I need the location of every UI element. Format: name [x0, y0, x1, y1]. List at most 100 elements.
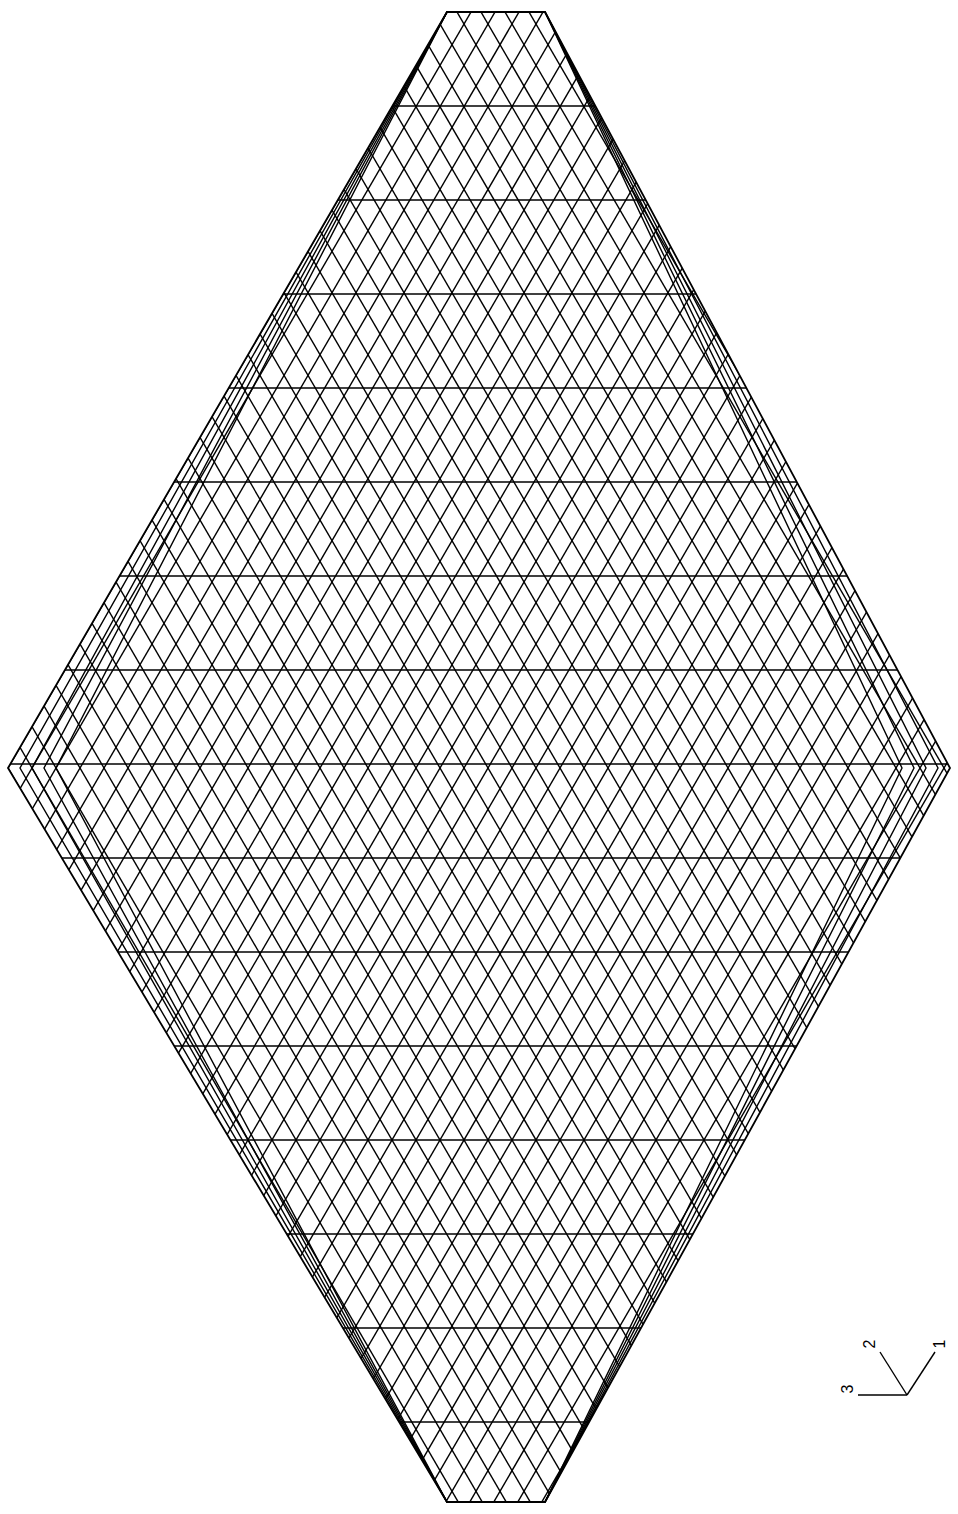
- mesh-line: [0, 575, 958, 576]
- mesh-line: [306, 0, 958, 1514]
- mesh-line: [162, 0, 958, 1514]
- mesh-outline: [8, 12, 950, 1502]
- mesh-line: [0, 0, 321, 1514]
- mesh-line: [0, 0, 406, 1514]
- mesh-line: [535, 0, 958, 1514]
- mesh-line: [0, 0, 801, 1514]
- mesh-line: [463, 0, 958, 1514]
- mesh-line: [114, 0, 958, 1514]
- mesh-line: [0, 0, 598, 1514]
- mesh-line: [0, 0, 358, 1514]
- mesh-line: [0, 0, 297, 1514]
- mesh-line: [90, 0, 958, 1514]
- mesh-line: [0, 293, 958, 294]
- mesh-line: [0, 0, 9, 1514]
- mesh-line: [0, 0, 225, 1514]
- mesh-line: [594, 0, 958, 1514]
- axis-label: 1: [932, 1340, 948, 1349]
- mesh-line: [151, 0, 958, 1514]
- mesh-line: [319, 0, 958, 1514]
- mesh-line: [655, 0, 958, 1514]
- mesh-line: [522, 0, 958, 1514]
- mesh-line: [426, 0, 958, 1514]
- mesh-line: [439, 0, 958, 1514]
- mesh-line: [0, 0, 105, 1514]
- mesh-line: [570, 0, 958, 1514]
- mesh-line: [0, 0, 393, 1514]
- mesh-line: [0, 763, 958, 764]
- mesh-line: [31, 0, 910, 1514]
- mesh-outline: [56, 12, 902, 1502]
- mesh-line: [919, 0, 958, 1514]
- mesh-line: [234, 0, 958, 1514]
- mesh-line: [175, 0, 958, 1514]
- mesh-line: [0, 0, 273, 1514]
- mesh-line: [0, 0, 81, 1514]
- mesh-line: [0, 0, 814, 1514]
- mesh-line: [0, 0, 142, 1514]
- mesh-line: [511, 0, 958, 1514]
- mesh-line: [0, 0, 70, 1514]
- mesh-line: [55, 0, 934, 1514]
- mesh-line: [487, 0, 958, 1514]
- mesh-line: [0, 0, 345, 1514]
- mesh-line: [18, 0, 897, 1514]
- mesh-line: [498, 0, 958, 1514]
- mesh-line: [559, 0, 958, 1514]
- axis-line: [858, 1394, 907, 1395]
- mesh-line: [0, 0, 766, 1514]
- mesh-line: [0, 199, 958, 200]
- mesh-line: [0, 1139, 958, 1140]
- mesh-line: [0, 0, 574, 1514]
- mesh-line: [762, 0, 958, 1514]
- mesh-line: [0, 0, 478, 1514]
- mesh-line: [0, 0, 465, 1514]
- mesh-line: [810, 0, 958, 1514]
- mesh-line: [0, 0, 622, 1514]
- mesh-line: [378, 0, 958, 1514]
- mesh-line: [679, 0, 958, 1514]
- mesh-line: [0, 0, 862, 1514]
- mesh-line: [0, 0, 790, 1514]
- mesh-line: [738, 0, 958, 1514]
- mesh-line: [0, 0, 262, 1514]
- mesh-line: [0, 1421, 958, 1422]
- mesh-line: [367, 0, 958, 1514]
- mesh-line: [799, 0, 958, 1514]
- mesh-line: [0, 0, 729, 1514]
- axis-line: [880, 1352, 907, 1395]
- mesh-line: [583, 0, 958, 1514]
- axis-label: 2: [862, 1340, 878, 1349]
- mesh-line: [391, 0, 958, 1514]
- mesh-line: [0, 669, 958, 670]
- mesh-line: [0, 0, 238, 1514]
- mesh-line: [0, 0, 22, 1514]
- mesh-outline: [32, 12, 926, 1502]
- mesh-line: [0, 0, 286, 1514]
- mesh-line: [0, 105, 958, 106]
- mesh-line: [0, 1327, 958, 1328]
- mesh-line: [66, 0, 945, 1514]
- mesh-line: [0, 0, 57, 1514]
- mesh-line: [0, 0, 513, 1514]
- mesh-line: [0, 0, 550, 1514]
- mesh-line: [0, 857, 958, 858]
- mesh-line: [258, 0, 958, 1514]
- mesh-line: [0, 1045, 958, 1046]
- mesh-line: [0, 0, 705, 1514]
- mesh-line: [474, 0, 958, 1514]
- mesh-line: [642, 0, 958, 1514]
- mesh-line: [0, 0, 201, 1514]
- mesh-line: [247, 0, 958, 1514]
- mesh-line: [0, 481, 958, 482]
- mesh-outline: [44, 12, 914, 1502]
- mesh-line: [847, 0, 958, 1514]
- mesh-line: [714, 0, 958, 1514]
- mesh-line: [0, 0, 153, 1514]
- mesh-line: [0, 0, 825, 1514]
- mesh-line: [127, 0, 958, 1514]
- mesh-line: [138, 0, 958, 1514]
- mesh-line: [751, 0, 958, 1514]
